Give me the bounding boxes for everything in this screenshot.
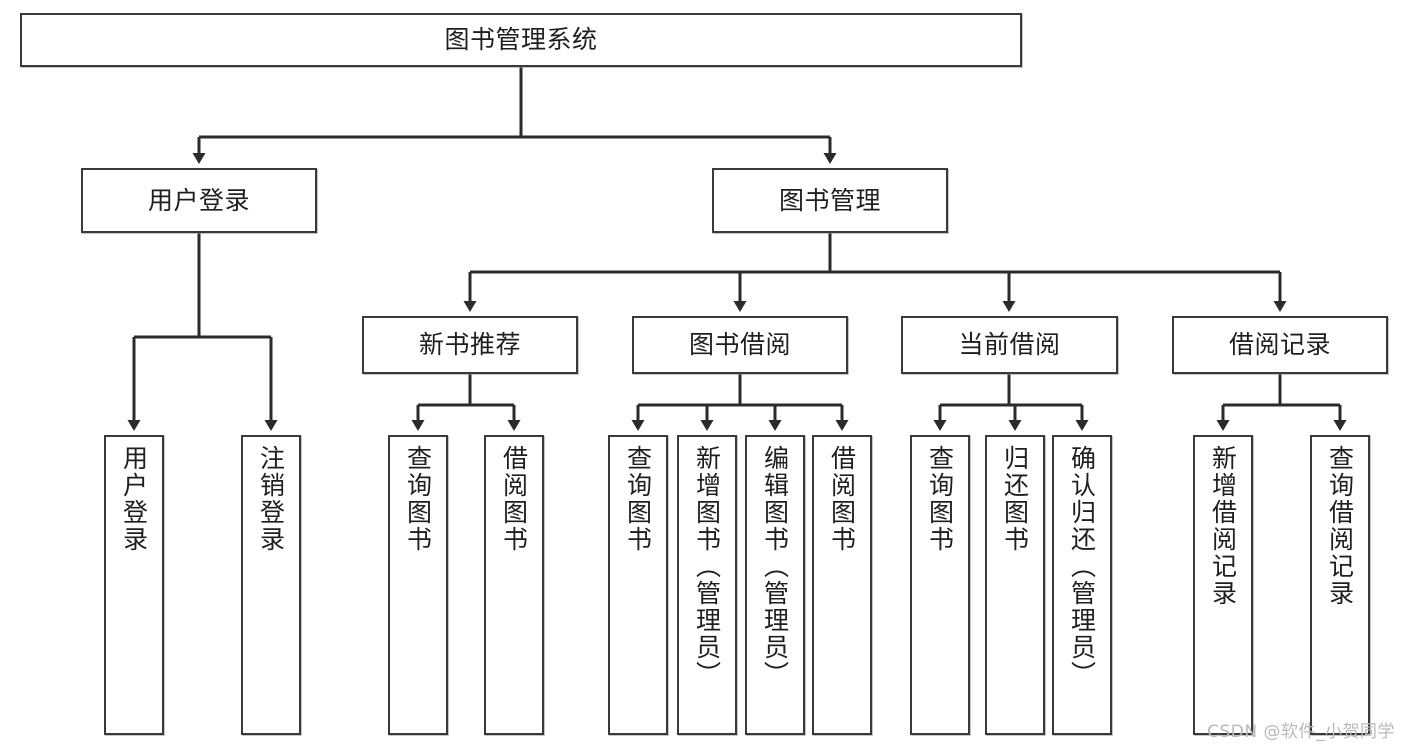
node-label: 注销登录 bbox=[256, 445, 286, 553]
leaf-logout-login[interactable]: 注销登录 bbox=[241, 435, 301, 735]
leaf-query-book-current[interactable]: 查询图书 bbox=[910, 435, 970, 735]
node-label: 图书借阅 bbox=[688, 330, 791, 360]
node-book-management[interactable]: 图书管理 bbox=[712, 168, 948, 233]
leaf-add-book-admin[interactable]: 新增图书（管理员） bbox=[677, 435, 737, 735]
node-label: 借阅图书 bbox=[827, 445, 857, 553]
node-label: 确认归还（管理员） bbox=[1067, 445, 1097, 688]
leaf-query-book-recommend[interactable]: 查询图书 bbox=[388, 435, 448, 735]
node-new-book-recommend[interactable]: 新书推荐 bbox=[362, 316, 578, 374]
node-label: 图书管理 bbox=[778, 185, 881, 215]
node-label: 图书管理系统 bbox=[444, 25, 598, 55]
leaf-edit-book-admin[interactable]: 编辑图书（管理员） bbox=[745, 435, 805, 735]
node-label: 查询图书 bbox=[623, 445, 653, 553]
node-label: 编辑图书（管理员） bbox=[760, 445, 790, 688]
csdn-watermark: CSDN @软件_小贺同学 bbox=[1207, 722, 1395, 742]
node-label: 当前借阅 bbox=[958, 330, 1061, 360]
node-root-book-management-system[interactable]: 图书管理系统 bbox=[20, 13, 1022, 67]
leaf-query-borrow-record[interactable]: 查询借阅记录 bbox=[1310, 435, 1370, 735]
leaf-add-borrow-record[interactable]: 新增借阅记录 bbox=[1193, 435, 1253, 735]
node-user-login[interactable]: 用户登录 bbox=[81, 168, 317, 233]
leaf-borrow-book[interactable]: 借阅图书 bbox=[812, 435, 872, 735]
node-label: 查询借阅记录 bbox=[1325, 445, 1355, 607]
node-book-borrow[interactable]: 图书借阅 bbox=[632, 316, 848, 374]
leaf-return-book[interactable]: 归还图书 bbox=[985, 435, 1045, 735]
node-label: 借阅记录 bbox=[1228, 330, 1331, 360]
leaf-user-login[interactable]: 用户登录 bbox=[104, 435, 164, 735]
node-label: 新书推荐 bbox=[418, 330, 521, 360]
node-label: 借阅图书 bbox=[499, 445, 529, 553]
node-label: 归还图书 bbox=[1000, 445, 1030, 553]
node-label: 用户登录 bbox=[119, 445, 149, 553]
node-label: 查询图书 bbox=[403, 445, 433, 553]
leaf-confirm-return-admin[interactable]: 确认归还（管理员） bbox=[1052, 435, 1112, 735]
node-borrow-record[interactable]: 借阅记录 bbox=[1172, 316, 1388, 374]
node-label: 用户登录 bbox=[147, 185, 250, 215]
node-label: 查询图书 bbox=[925, 445, 955, 553]
node-label: 新增借阅记录 bbox=[1208, 445, 1238, 607]
leaf-borrow-book-recommend[interactable]: 借阅图书 bbox=[484, 435, 544, 735]
leaf-query-book-borrow[interactable]: 查询图书 bbox=[608, 435, 668, 735]
node-current-borrow[interactable]: 当前借阅 bbox=[901, 316, 1118, 374]
node-label: 新增图书（管理员） bbox=[692, 445, 722, 688]
